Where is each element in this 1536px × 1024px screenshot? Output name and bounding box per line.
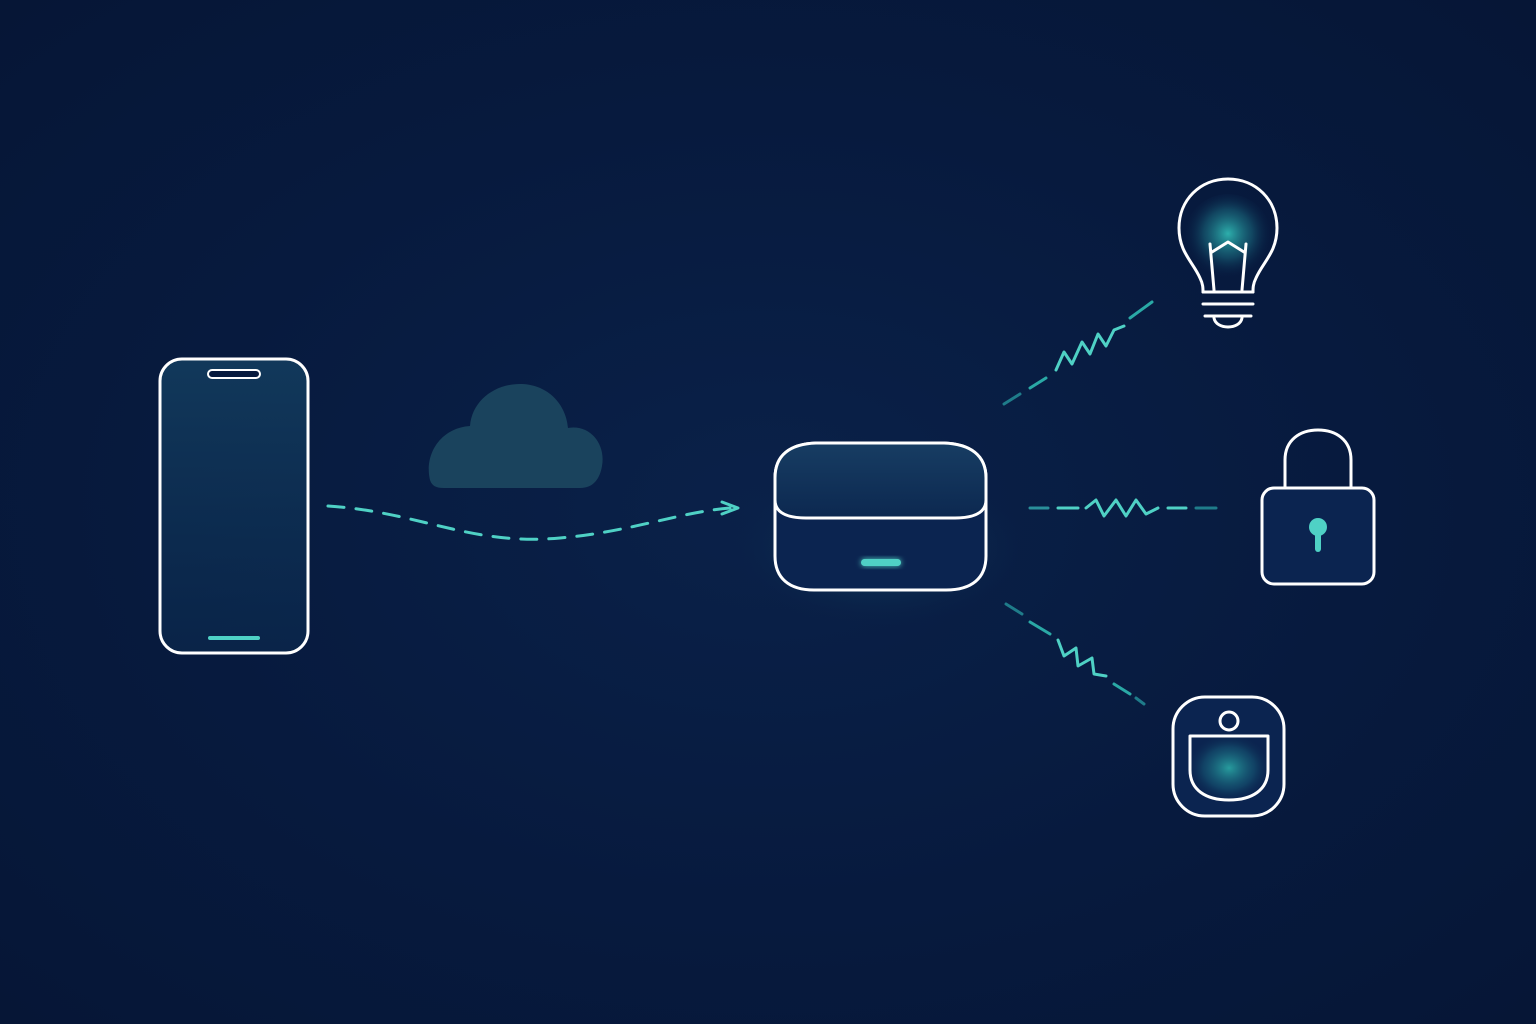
padlock-icon bbox=[1260, 428, 1376, 586]
light-bulb-icon bbox=[1177, 177, 1279, 329]
hub-sensor-connection bbox=[1004, 602, 1146, 706]
keyhole-icon bbox=[1309, 518, 1327, 536]
phone-hub-connection bbox=[326, 500, 740, 541]
hub-status-light bbox=[861, 559, 901, 566]
motion-sensor-icon bbox=[1171, 695, 1286, 818]
smartphone-icon bbox=[158, 357, 310, 655]
hub-lock-connection bbox=[1028, 498, 1218, 518]
smart-hub-icon bbox=[773, 441, 988, 592]
arrowhead-icon bbox=[720, 500, 740, 516]
hub-bulb-connection bbox=[1002, 300, 1154, 406]
cloud-icon bbox=[428, 383, 603, 488]
